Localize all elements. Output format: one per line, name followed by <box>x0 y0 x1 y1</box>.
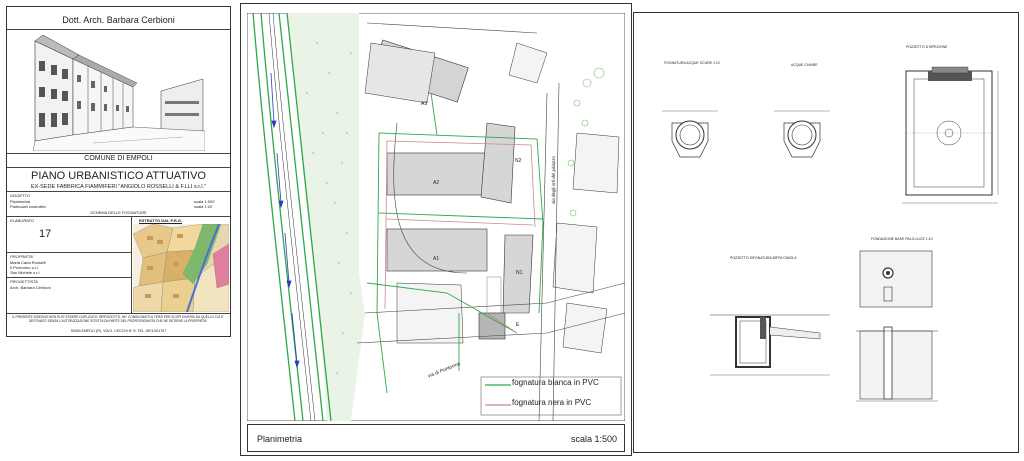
pipe-section-1-drawing <box>662 110 718 158</box>
elaborato-label: ELABORATO <box>10 218 35 223</box>
foundation-label: FONDAZIONE BASE PALO-LUCE 1:10 <box>871 237 933 241</box>
scale-2: scala 1:20 <box>194 204 213 209</box>
extract-label: ESTRATTO DAL P.R.G. <box>139 218 183 223</box>
street-render-image <box>33 31 205 151</box>
details-sheet: FOGNATURA ACQUE SCURE 1:10 ACQUE CHIARE … <box>633 12 1019 453</box>
pipe-section-1-label: FOGNATURA ACQUE SCURE 1:10 <box>664 61 720 65</box>
copyright-notice: IL PRESENTE DISEGNO NON PUO' ESSERE DUPL… <box>12 315 224 323</box>
building-a3-label: A3 <box>421 101 428 107</box>
site-plan <box>247 13 625 421</box>
building-e-label: E <box>516 322 520 328</box>
plan-title: PIANO URBANISTICO ATTUATIVO <box>30 170 206 182</box>
sifone-label: POZZETTO SIFONATURA BIFFA CIMOLA <box>730 256 797 260</box>
architect-name: Dott. Arch. Barbara Cerbioni <box>62 15 175 25</box>
plan-sheet: A3 A2 A1 N2 N1 E via di Pontorme via deg… <box>240 3 632 456</box>
vertical-street-label: via degli orti del palazzo <box>551 155 556 204</box>
proprieta-line3: San Michele s.r.l. <box>10 270 41 275</box>
pipe-section-2-label: ACQUE CHIARE <box>791 63 818 67</box>
foundation-drawing <box>856 250 938 402</box>
pipe-section-2-drawing <box>774 110 830 158</box>
title-sheet: Dott. Arch. Barbara Cerbioni <box>6 6 231 337</box>
legend-white-water: fognatura bianca in PVC <box>512 378 599 387</box>
proprieta-line2: Il Pontormo s.r.l. <box>10 265 39 270</box>
plan-footer-scale: scala 1:500 <box>571 434 618 444</box>
oggetto-label: OGGETTO <box>10 193 30 198</box>
legend-black-water: fognatura nera in PVC <box>512 398 592 407</box>
sifone-drawing <box>710 314 830 376</box>
oggetto-line2: Particolari costruttivi <box>10 204 46 209</box>
municipality: COMUNE DI EMPOLI <box>84 155 153 162</box>
proprieta-label: PROPRIETA' <box>10 254 34 259</box>
plan-subtitle: EX-SEDE FABBRICA FIAMMIFERI "ANGIOLO ROS… <box>30 184 207 190</box>
manhole-drawing <box>902 66 999 204</box>
manhole-label: POZZETTO D'ISPEZIONE <box>906 45 948 49</box>
schema-label: SCHEMA DELLE FOGNATURE <box>90 210 147 215</box>
studio-footer: 50053 EMPOLI (FI), VIA G. CECCHI N° 8, T… <box>70 329 167 333</box>
progettista-name: Arch. Barbara Cerbioni <box>10 285 51 290</box>
prg-extract-map <box>133 224 229 312</box>
building-a1-label: A1 <box>433 256 440 262</box>
proprieta-line1: Maria Carla Rosselli <box>10 260 46 265</box>
plan-footer <box>247 424 625 452</box>
progettista-label: PROGETTISTA <box>10 279 38 284</box>
building-n2-label: N2 <box>515 158 522 164</box>
building-n1-label: N1 <box>516 270 523 276</box>
plan-footer-title: Planimetria <box>257 434 303 444</box>
elaborato-number: 17 <box>39 228 52 240</box>
scale-1: scala 1:500 <box>194 199 215 204</box>
oggetto-line1: Planimetria <box>10 199 31 204</box>
building-a2-label: A2 <box>433 180 440 186</box>
